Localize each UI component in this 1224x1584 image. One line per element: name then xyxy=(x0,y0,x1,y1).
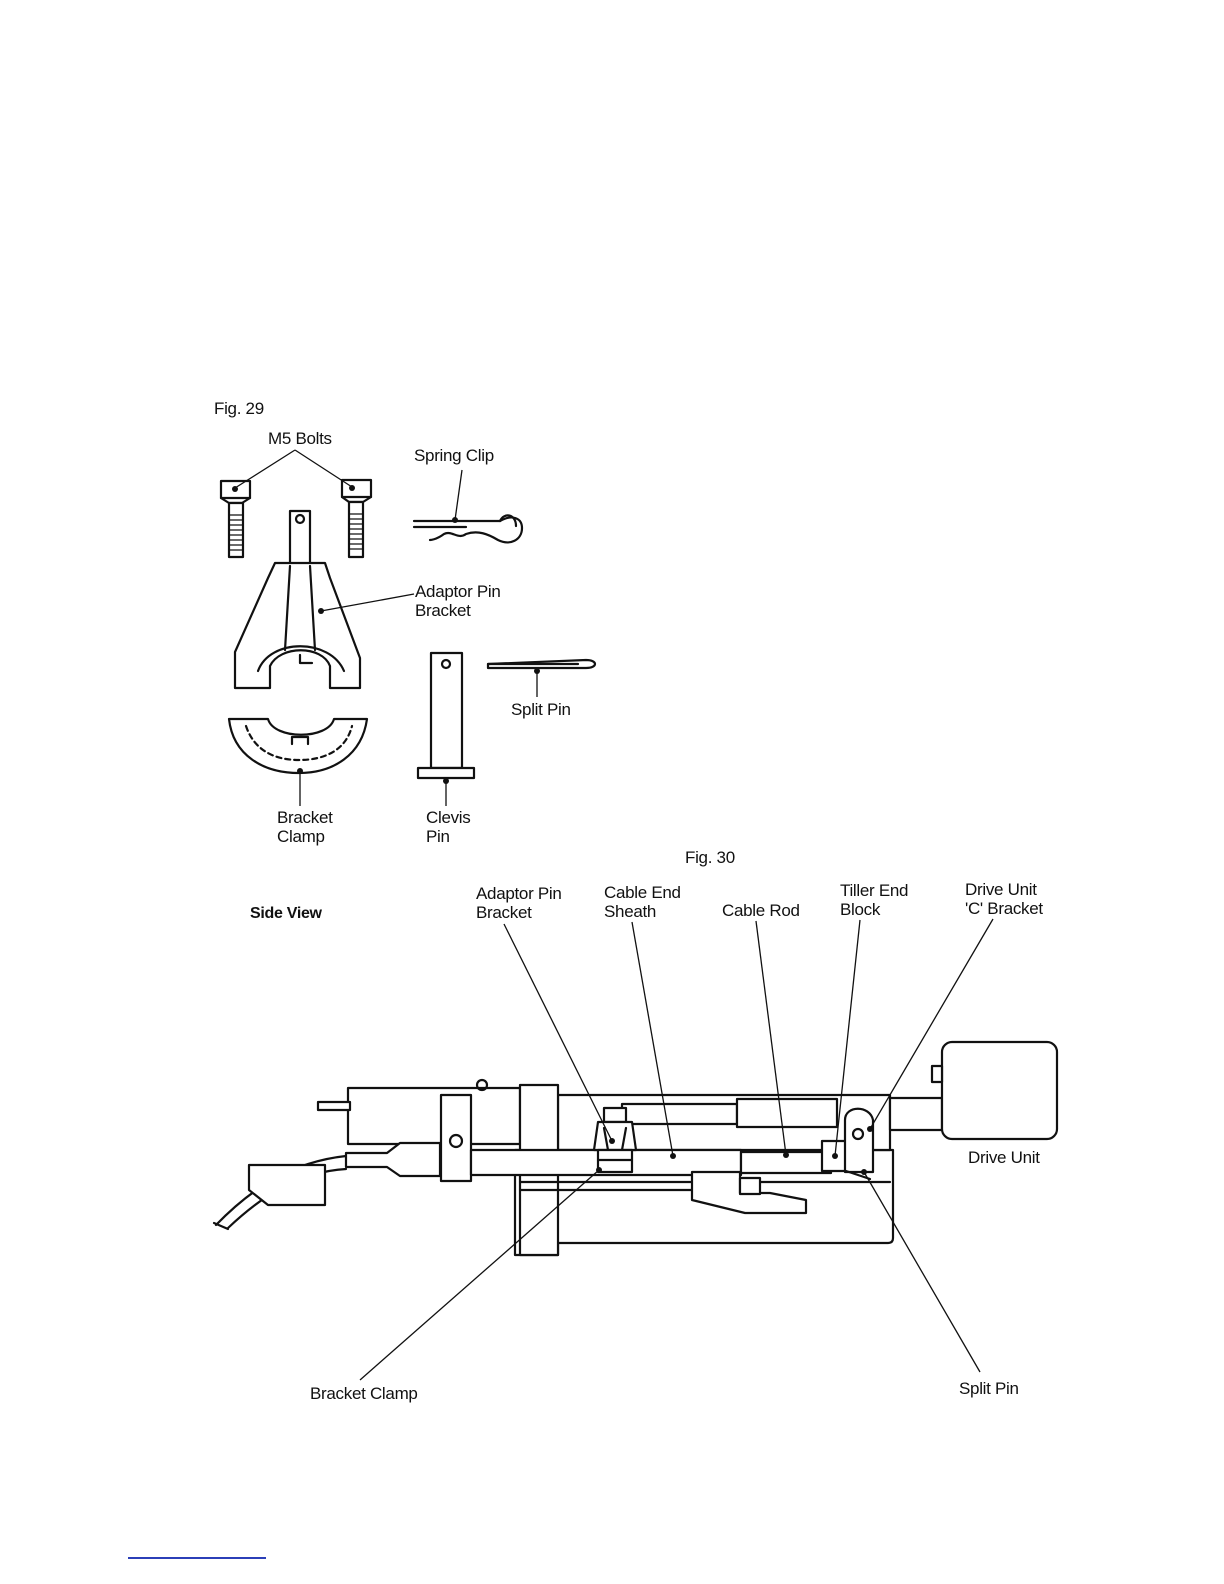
m5-bolt-left xyxy=(221,481,250,557)
leader-split-pin xyxy=(864,1172,980,1372)
m5-bolts-leader xyxy=(235,450,352,488)
footer-rule xyxy=(128,1557,266,1559)
split-pin-part xyxy=(488,660,595,674)
adaptor-pin-bracket-part xyxy=(235,511,360,688)
leader-bracket-clamp xyxy=(360,1170,599,1380)
m5-bolt-right xyxy=(342,480,371,557)
bracket-clamp-part xyxy=(229,719,367,774)
clevis-pin-part xyxy=(418,653,474,784)
steering-assembly-side-view xyxy=(214,1042,1057,1255)
spring-clip-part xyxy=(414,515,522,542)
